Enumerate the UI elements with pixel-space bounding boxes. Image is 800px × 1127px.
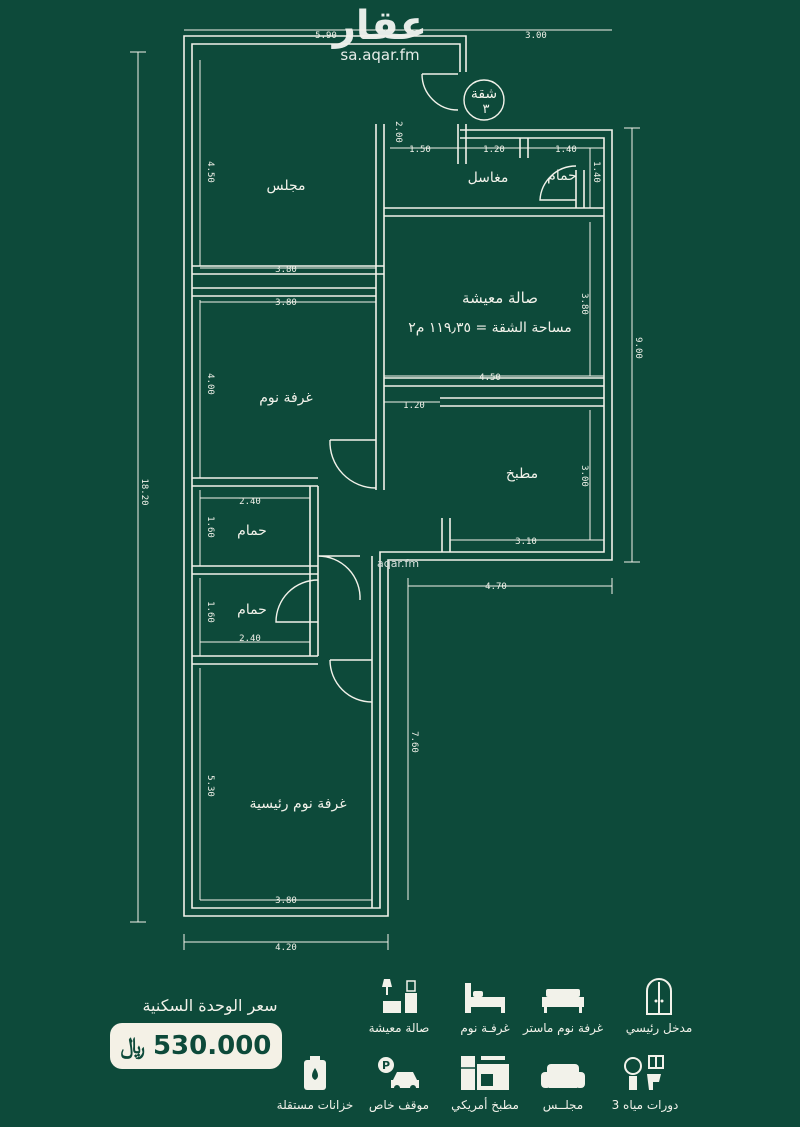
logo-url: sa.aqar.fm bbox=[340, 46, 420, 64]
dim-living-w: 4.50 bbox=[479, 373, 501, 383]
doors bbox=[275, 73, 577, 703]
feature-kitchen: مطبخ أمريكي bbox=[430, 1052, 540, 1112]
room-bedroom: غرفة نوم bbox=[259, 390, 313, 406]
watermark: aqar.fm bbox=[377, 557, 419, 570]
water-tank-icon bbox=[304, 1056, 326, 1090]
feature-bathrooms: 3 دورات مياه bbox=[590, 1052, 700, 1112]
dim-top-right: 3.00 bbox=[525, 31, 547, 41]
dim-bath1-h: 1.60 bbox=[205, 516, 215, 538]
master-bed-icon bbox=[542, 989, 584, 1013]
feature-label: غرفة نوم ماستر bbox=[522, 1021, 604, 1035]
bed-icon bbox=[465, 983, 505, 1013]
room-bath-2: حمام bbox=[237, 602, 267, 618]
dim-majlis-w: 3.80 bbox=[275, 265, 297, 275]
feature-water-tanks: خزانات مستقلة bbox=[260, 1052, 370, 1112]
feature-label: موقف خاص bbox=[368, 1098, 430, 1112]
logo-word: عقار bbox=[332, 3, 428, 49]
dimension-lines bbox=[130, 29, 640, 950]
feature-label: غرفـة نوم bbox=[460, 1021, 510, 1035]
bath-door-2 bbox=[275, 579, 319, 623]
feature-majlis: مجلــس bbox=[508, 1052, 618, 1112]
bedroom-door bbox=[329, 439, 377, 489]
price-box: ﷼ 530.000 bbox=[110, 1023, 282, 1069]
feature-label: مطبخ أمريكي bbox=[451, 1098, 519, 1112]
sofa-icon bbox=[541, 1064, 585, 1088]
feature-label: خزانات مستقلة bbox=[276, 1098, 354, 1112]
room-majlis: مجلس bbox=[266, 178, 305, 194]
dim-bed-w: 3.80 bbox=[275, 298, 297, 308]
room-living: صالة معيشة bbox=[462, 289, 538, 307]
room-kitchen: مطبخ bbox=[506, 466, 538, 482]
feature-label: مجلــس bbox=[542, 1098, 584, 1112]
svg-text:P: P bbox=[382, 1059, 390, 1072]
dim-top-left: 5.90 bbox=[315, 31, 337, 41]
dim-laundry-w: 1.50 bbox=[409, 145, 431, 155]
price-value: 530.000 bbox=[152, 1031, 272, 1061]
living-room-icon bbox=[382, 979, 417, 1013]
dim-kitchen-opening: 1.20 bbox=[403, 401, 425, 411]
room-master: غرفة نوم رئيسية bbox=[249, 796, 346, 812]
dim-kitchen-h: 3.00 bbox=[579, 465, 589, 487]
dim-right-w: 4.70 bbox=[485, 582, 507, 592]
unit-badge-word: شقة bbox=[471, 86, 497, 102]
dim-bath2-h: 1.60 bbox=[205, 601, 215, 623]
room-laundry: مغاسل bbox=[468, 170, 509, 186]
logo: عقار sa.aqar.fm bbox=[315, 0, 445, 64]
feature-label: صالة معيشة bbox=[368, 1021, 430, 1035]
dimension-labels: 5.90 3.00 4.50 3.80 3.80 4.00 18.20 2.00… bbox=[139, 31, 643, 953]
bath-top-door bbox=[539, 165, 577, 201]
feature-main-entrance: مدخل رئيسي bbox=[604, 975, 714, 1035]
parking-icon: P bbox=[378, 1057, 419, 1091]
dim-kitchen-w: 3.10 bbox=[515, 537, 537, 547]
dim-bath2-w: 2.40 bbox=[239, 634, 261, 644]
entry-door bbox=[421, 73, 459, 111]
master-door bbox=[329, 659, 373, 703]
unit-badge-number: ٣ bbox=[483, 102, 490, 117]
kitchen-icon bbox=[461, 1056, 509, 1090]
floor-plan: شقة ٣ مجلس مغاسل حمام صالة معيشة مساحة ا… bbox=[130, 29, 643, 953]
bath-door-1 bbox=[317, 555, 361, 601]
dim-bath-top-h: 1.40 bbox=[591, 161, 601, 183]
feature-bedroom: غرفـة نوم bbox=[430, 975, 540, 1035]
feature-parking: P موقف خاص bbox=[344, 1052, 454, 1112]
dim-entry-h: 2.00 bbox=[393, 121, 403, 143]
door-icon bbox=[646, 978, 672, 1015]
room-bath-top: حمام bbox=[547, 168, 577, 184]
dim-bottom-w: 4.20 bbox=[275, 943, 297, 953]
dim-total-h: 18.20 bbox=[139, 478, 149, 505]
dim-living-h: 3.80 bbox=[579, 293, 589, 315]
dim-right-h: 9.00 bbox=[633, 337, 643, 359]
dim-lower-h: 7.60 bbox=[409, 731, 419, 753]
walls bbox=[183, 35, 613, 917]
feature-living-room: صالة معيشة bbox=[344, 975, 454, 1035]
dim-majlis-h: 4.50 bbox=[205, 161, 215, 183]
bathroom-icon bbox=[624, 1055, 664, 1090]
dim-bath-top-w: 1.20 bbox=[483, 145, 505, 155]
room-bath-1: حمام bbox=[237, 523, 267, 539]
dim-master-h: 5.30 bbox=[205, 775, 215, 797]
dim-master-w: 3.80 bbox=[275, 896, 297, 906]
feature-label: 3 دورات مياه bbox=[611, 1098, 679, 1112]
feature-master-bedroom: غرفة نوم ماستر bbox=[508, 975, 618, 1035]
room-labels: مجلس مغاسل حمام صالة معيشة مساحة الشقة =… bbox=[237, 168, 577, 812]
dim-bed-h: 4.00 bbox=[205, 373, 215, 395]
price-label: سعر الوحدة السكنية bbox=[142, 996, 278, 1015]
feature-label: مدخل رئيسي bbox=[625, 1021, 693, 1035]
apartment-area: مساحة الشقة = ١١٩٫٣٥ م٢ bbox=[408, 320, 572, 336]
dim-bath-top-w2: 1.40 bbox=[555, 145, 577, 155]
currency-symbol: ﷼ bbox=[120, 1033, 145, 1059]
unit-badge: شقة ٣ bbox=[463, 79, 505, 121]
dim-bath1-w: 2.40 bbox=[239, 497, 261, 507]
